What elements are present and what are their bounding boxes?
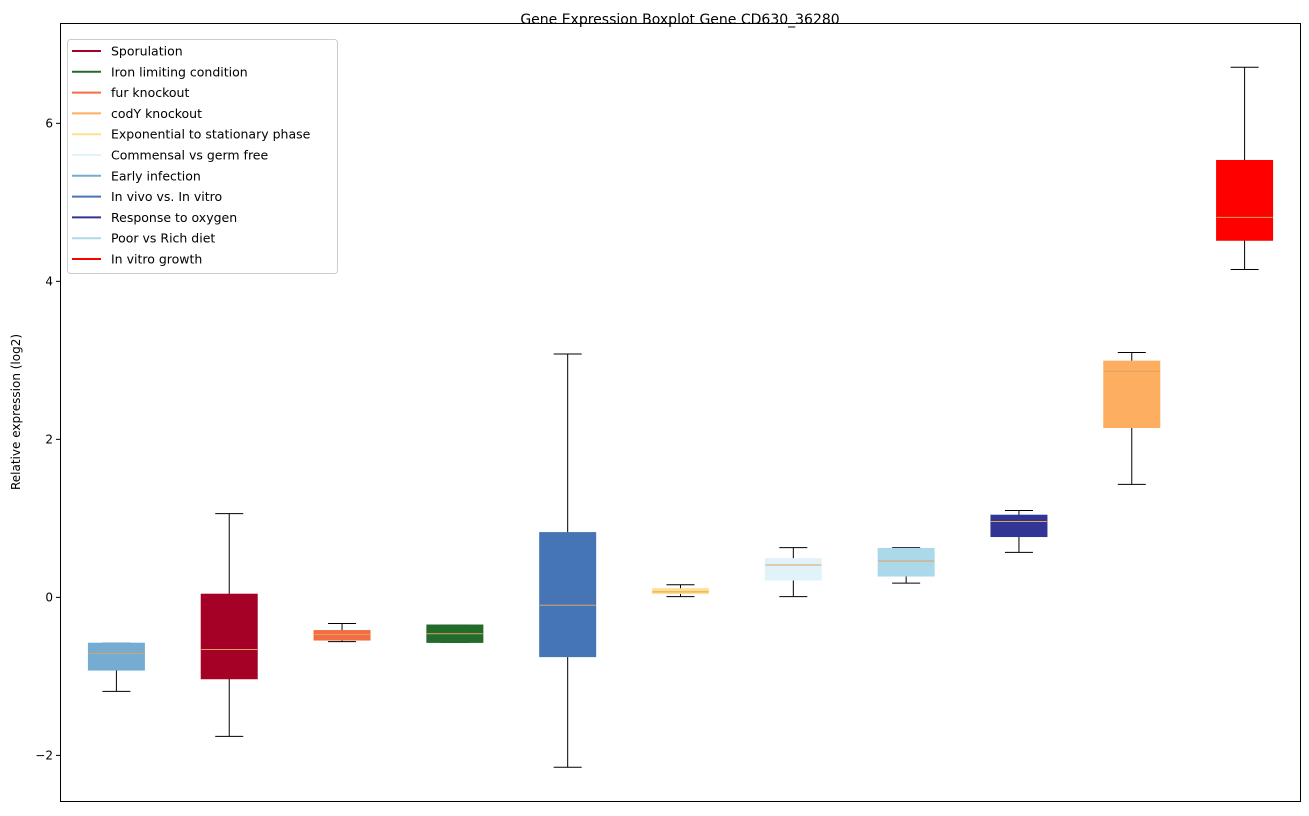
box-fur-knockout — [313, 622, 371, 643]
legend-frame — [67, 39, 338, 274]
legend-label: Iron limiting condition — [111, 64, 248, 79]
y-tick-label: −2 — [35, 748, 53, 762]
box-iqr — [1216, 159, 1274, 241]
box-commensal-vs-germ-free — [764, 547, 822, 598]
box-in-vitro-growth — [1216, 66, 1274, 270]
box-response-to-oxygen — [990, 509, 1048, 553]
legend-label: Commensal vs germ free — [111, 148, 268, 163]
y-tick-label: 4 — [45, 274, 53, 288]
box-exponential-to-stationary-phase — [652, 584, 709, 598]
box-iqr — [1103, 360, 1161, 429]
box-poor-vs-rich-diet — [877, 547, 935, 584]
box-iqr — [87, 642, 145, 671]
legend-label: Response to oxygen — [111, 210, 237, 225]
plot-frame — [60, 23, 1301, 802]
box-iqr — [990, 514, 1048, 538]
box-iron-limiting-condition — [426, 624, 484, 643]
box-in-vivo-vs-in-vitro — [539, 353, 597, 768]
y-tick-label: 6 — [45, 116, 53, 130]
legend-label: In vivo vs. In vitro — [111, 189, 222, 204]
box-cody-knockout — [1103, 351, 1161, 485]
legend-label: codY knockout — [111, 106, 202, 121]
box-iqr — [652, 588, 709, 594]
box-iqr — [313, 630, 371, 641]
box-iqr — [877, 547, 935, 577]
box-iqr — [539, 532, 597, 658]
box-early-infection — [87, 642, 145, 692]
legend-label: Poor vs Rich diet — [111, 231, 215, 246]
legend-label: In vitro growth — [111, 252, 202, 267]
box-iqr — [764, 558, 822, 581]
chart-title: Gene Expression Boxplot Gene CD630_36280 — [520, 12, 839, 28]
box-iqr — [200, 593, 258, 680]
y-axis-label: Relative expression (log2) — [9, 334, 23, 490]
legend-label: Exponential to stationary phase — [111, 127, 311, 142]
legend-label: Early infection — [111, 168, 201, 183]
legend-label: fur knockout — [111, 85, 189, 100]
y-tick-label: 0 — [45, 590, 53, 604]
y-tick-label: 2 — [45, 432, 53, 446]
legend-label: Sporulation — [111, 44, 183, 59]
box-sporulation — [200, 513, 258, 737]
